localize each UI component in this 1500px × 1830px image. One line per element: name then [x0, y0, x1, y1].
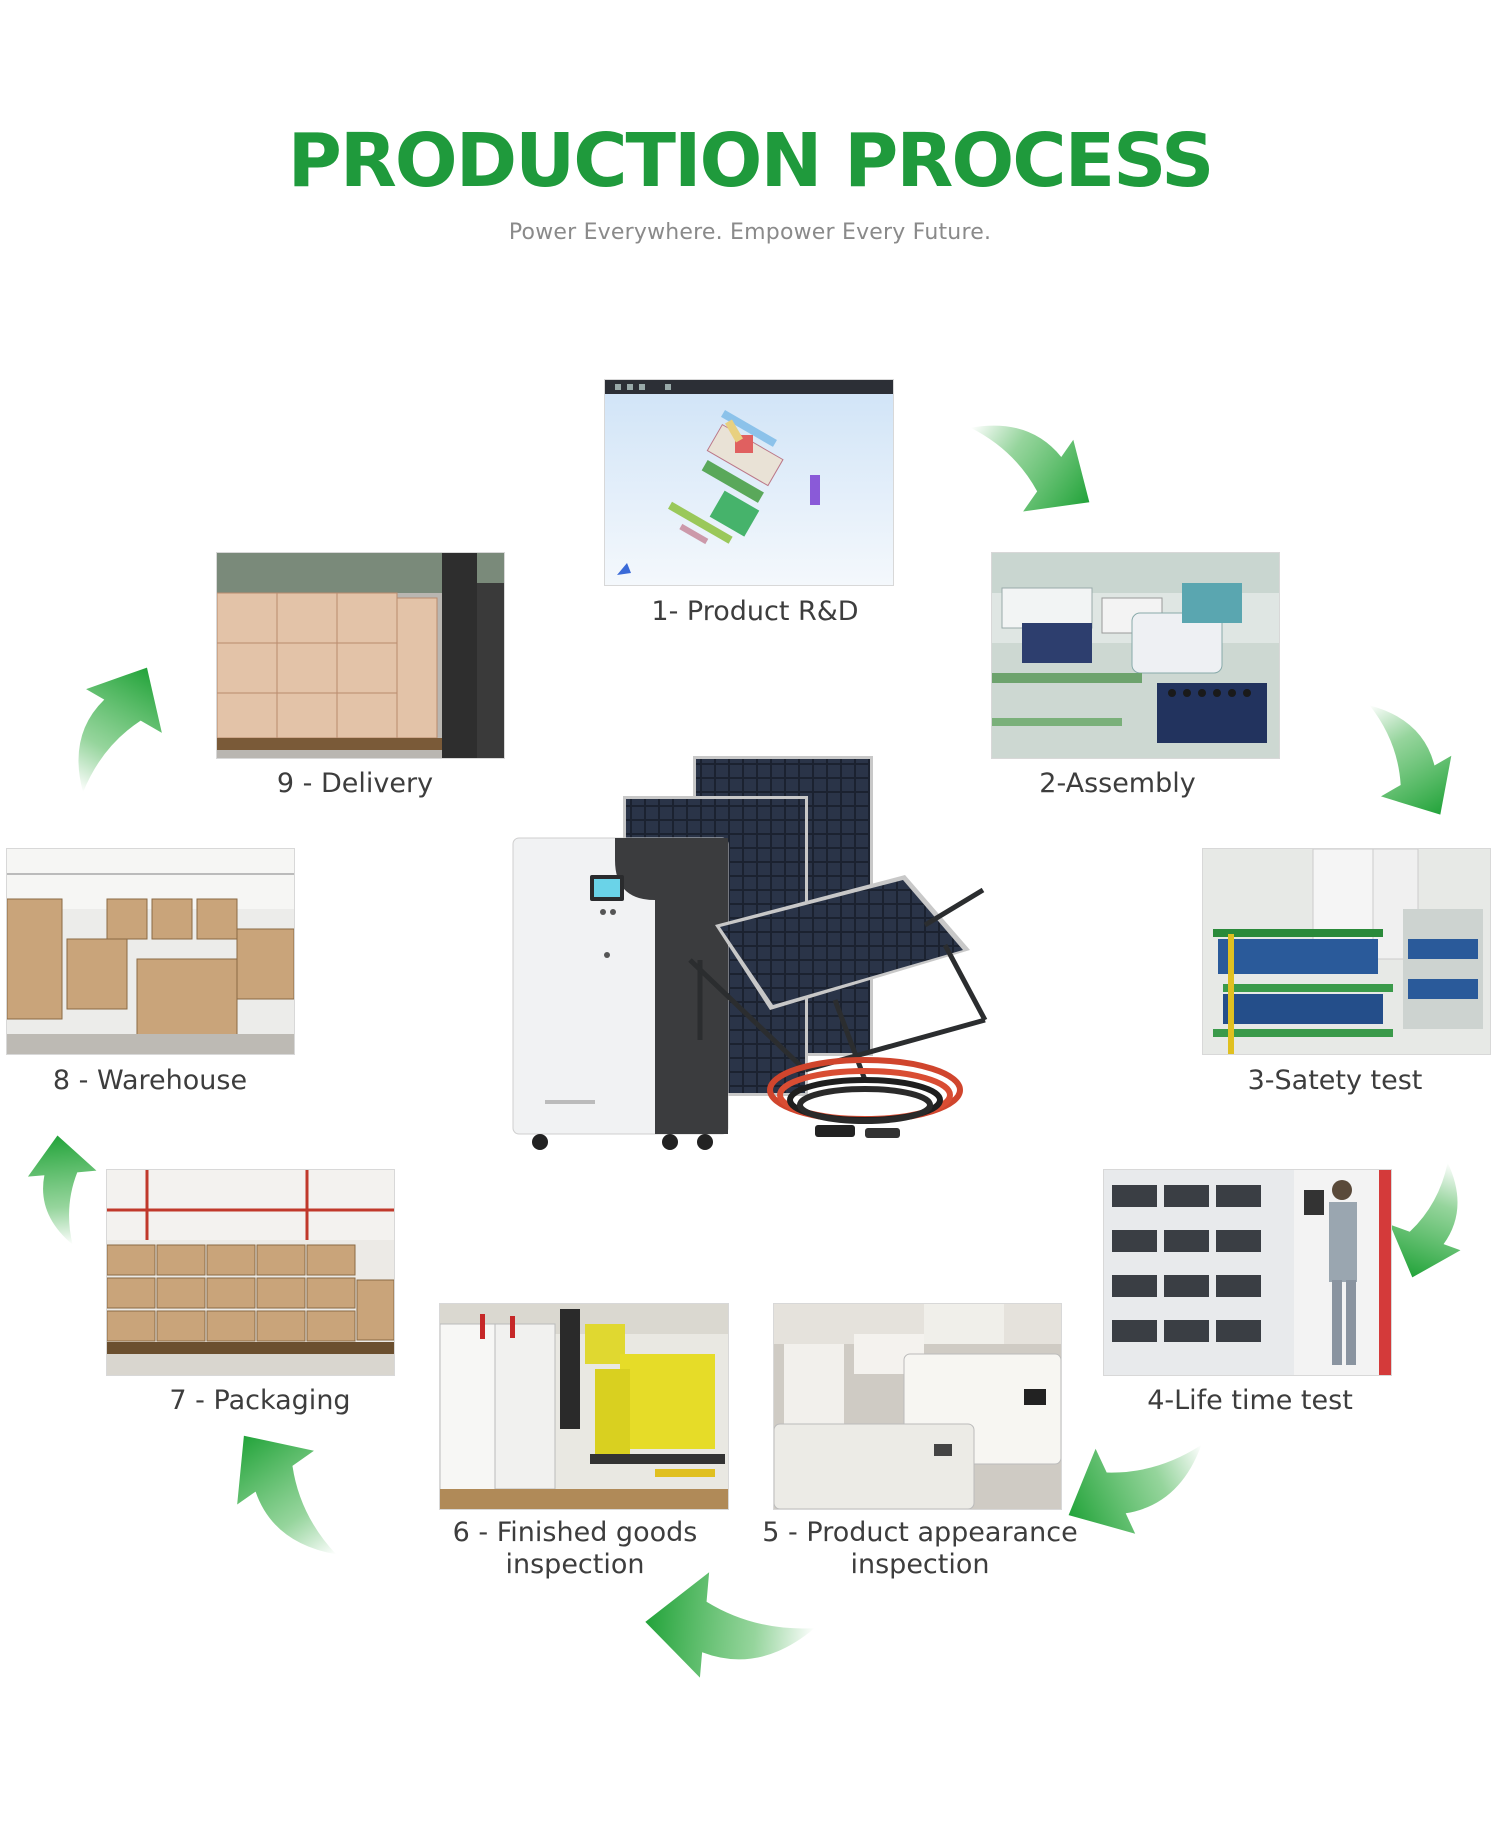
- page-subtitle: Power Everywhere. Empower Every Future.: [508, 220, 992, 245]
- arrow-6-to-7-icon: [215, 1420, 365, 1570]
- label-line-2: inspection: [850, 1549, 990, 1580]
- label-line-2: inspection: [505, 1549, 645, 1580]
- assembly-photo: [992, 553, 1279, 758]
- arrow-5-to-6-icon: [640, 1570, 819, 1680]
- delivery-photo: [217, 553, 504, 758]
- life-time-test-photo: [1104, 1170, 1391, 1375]
- packaging-photo: [107, 1170, 394, 1375]
- step-label: 1- Product R&D: [651, 596, 859, 627]
- appearance-inspection-photo: [774, 1304, 1061, 1509]
- finished-goods-photo: [440, 1304, 728, 1509]
- step-label-multiline: 5 - Product appearance inspection: [755, 1517, 1085, 1581]
- product-rd-photo: [605, 380, 893, 585]
- step-label: 2-Assembly: [1039, 768, 1196, 799]
- page-title: PRODUCTION PROCESS: [287, 118, 1215, 204]
- arrow-7-to-8-icon: [24, 1132, 103, 1248]
- arrow-1-to-2-icon: [960, 400, 1100, 530]
- step-label: 9 - Delivery: [276, 768, 434, 799]
- warehouse-photo: [7, 849, 294, 1054]
- label-line-1: 5 - Product appearance: [762, 1517, 1078, 1548]
- arrow-2-to-3-icon: [1340, 690, 1470, 830]
- arrow-8-to-9-icon: [45, 660, 185, 800]
- step-label: 4-Life time test: [1147, 1385, 1353, 1416]
- solar-power-station-illustration: [512, 756, 988, 1150]
- safety-test-photo: [1203, 849, 1490, 1054]
- label-line-1: 6 - Finished goods: [452, 1517, 698, 1548]
- step-label-multiline: 6 - Finished goods inspection: [425, 1517, 725, 1581]
- step-label: 8 - Warehouse: [52, 1065, 248, 1096]
- step-label: 7 - Packaging: [169, 1385, 351, 1416]
- step-label: 3-Satety test: [1247, 1065, 1423, 1096]
